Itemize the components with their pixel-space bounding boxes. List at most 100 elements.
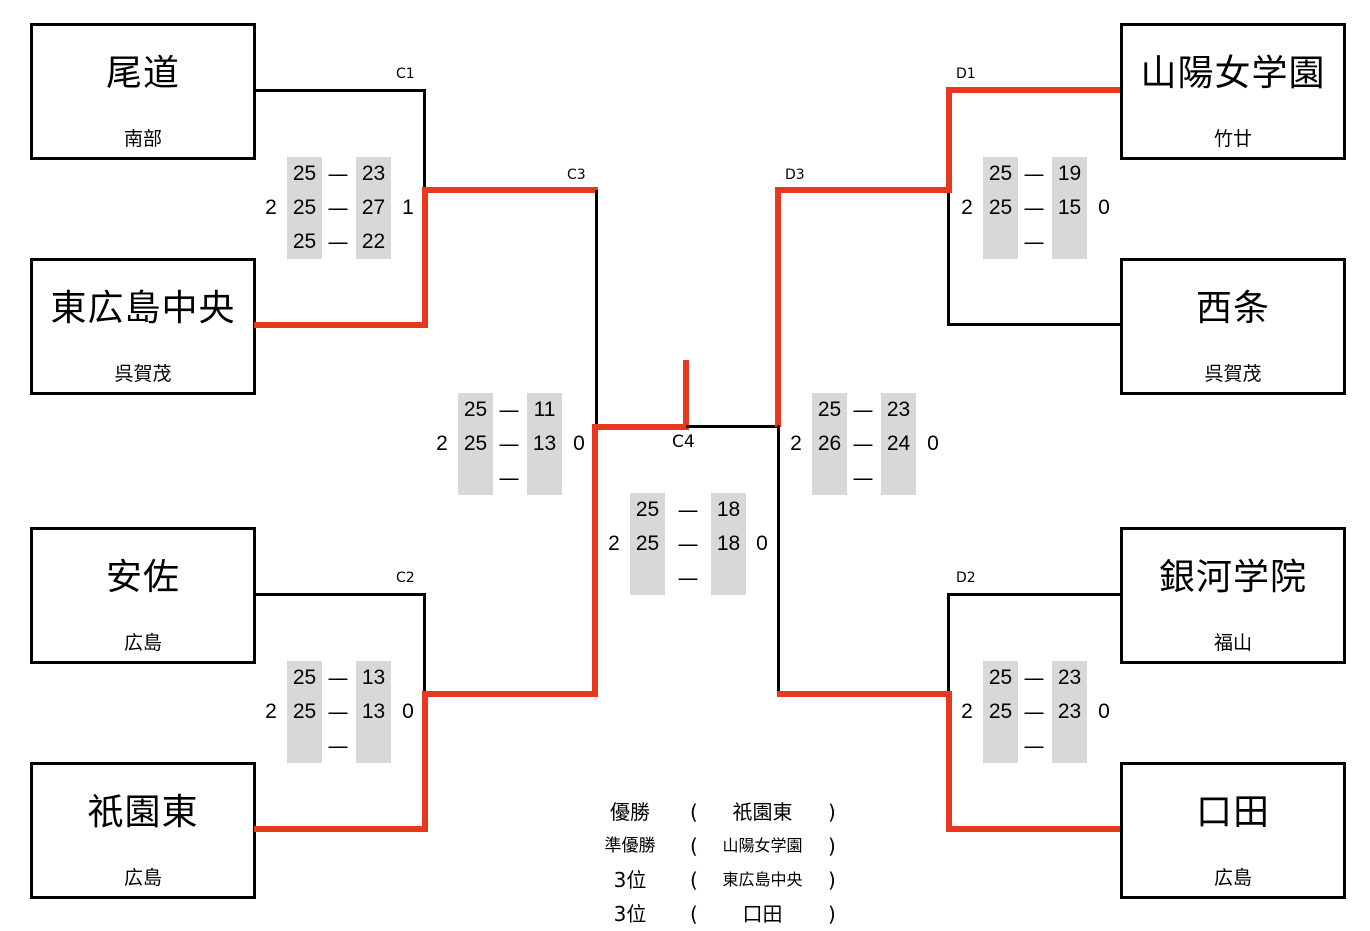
score-block-d3: 2 0 25 — 23 26 — 24 — [784, 393, 994, 495]
match-label-d2: D2 [956, 570, 976, 586]
winner-line [254, 826, 428, 832]
bracket-line [947, 593, 1120, 596]
set-score-right: 18 [716, 498, 741, 521]
sets-won-right: 0 [402, 700, 414, 723]
sets-won-left: 2 [608, 532, 620, 555]
standing-row-third: 3位 ( 東広島中央 ) [590, 863, 850, 897]
winner-line [946, 691, 952, 832]
set-dash: — [498, 398, 520, 422]
set-score-right: 23 [1057, 700, 1082, 723]
team-region: 呉賀茂 [114, 363, 172, 385]
score-column-right [1052, 157, 1087, 259]
team-name: 東広島中央 [50, 288, 236, 329]
sets-won-left: 2 [961, 196, 973, 219]
standing-team: 山陽女学園 [722, 836, 803, 855]
score-column-left [983, 157, 1018, 259]
sets-won-left: 2 [265, 700, 277, 723]
score-column-left [983, 661, 1018, 763]
team-region: 広島 [123, 632, 162, 654]
score-column-left [630, 493, 665, 595]
match-label-c3: C3 [567, 167, 586, 183]
team-box-sanyo-jogakuen: 山陽女学園 竹廿 [1120, 23, 1346, 160]
set-score-left: 25 [292, 162, 317, 185]
bracket-line [947, 593, 950, 694]
set-dash: — [1023, 734, 1045, 758]
team-region: 広島 [1213, 867, 1252, 889]
set-dash: — [852, 398, 874, 422]
team-region: 南部 [123, 128, 162, 150]
standing-team: 口田 [742, 902, 783, 926]
standing-row-champion: 優勝 ( 祇園東 ) [590, 795, 850, 829]
set-score-left: 25 [292, 196, 317, 219]
open-paren: ( [690, 902, 698, 926]
bracket-line [595, 190, 598, 427]
set-score-left: 25 [292, 230, 317, 253]
set-score-right: 23 [886, 398, 911, 421]
bracket-line [254, 593, 426, 596]
set-dash: — [677, 566, 699, 590]
set-score-right: 13 [532, 432, 557, 455]
team-name: 尾道 [105, 53, 180, 94]
set-score-left: 25 [463, 432, 488, 455]
team-name: 祇園東 [87, 792, 199, 833]
team-box-gionhigashi: 祇園東 広島 [30, 762, 256, 899]
team-box-onomichi: 尾道 南部 [30, 23, 256, 160]
set-dash: — [677, 498, 699, 522]
standing-label: 優勝 [610, 800, 650, 824]
set-score-left: 25 [817, 398, 842, 421]
sets-won-right: 1 [402, 196, 414, 219]
score-block-c3: 2 0 25 — 11 25 — 13 — [430, 393, 640, 495]
score-column-left [812, 393, 847, 495]
set-score-left: 25 [988, 162, 1013, 185]
sets-won-right: 0 [1098, 700, 1110, 723]
sets-won-right: 0 [573, 432, 585, 455]
winner-line [775, 187, 952, 193]
set-score-left: 25 [988, 666, 1013, 689]
set-dash: — [1023, 666, 1045, 690]
team-region: 福山 [1213, 632, 1252, 654]
team-box-ginga-gakuin: 銀河学院 福山 [1120, 527, 1346, 664]
set-dash: — [1023, 196, 1045, 220]
team-box-kuchita: 口田 広島 [1120, 762, 1346, 899]
champion-line [683, 360, 689, 430]
sets-won-right: 0 [927, 432, 939, 455]
set-score-right: 13 [361, 666, 386, 689]
set-dash: — [852, 466, 874, 490]
winner-line [777, 691, 952, 697]
team-name: 安佐 [105, 557, 180, 598]
set-score-left: 25 [463, 398, 488, 421]
set-dash: — [327, 666, 349, 690]
match-label-c2: C2 [396, 570, 415, 586]
set-score-right: 11 [533, 398, 556, 421]
set-dash: — [327, 196, 349, 220]
team-region: 竹廿 [1213, 128, 1252, 150]
score-column-left [458, 393, 493, 495]
score-column-right [356, 661, 391, 763]
set-score-left: 26 [817, 432, 842, 455]
set-score-left: 25 [635, 532, 660, 555]
set-score-right: 15 [1057, 196, 1082, 219]
winner-line [946, 826, 1120, 832]
sets-won-left: 2 [961, 700, 973, 723]
score-column-right [1052, 661, 1087, 763]
match-label-d3: D3 [785, 167, 805, 183]
set-dash: — [677, 532, 699, 556]
score-block-d1: 2 0 25 — 19 25 — 15 — [955, 157, 1165, 259]
set-score-left: 25 [988, 700, 1013, 723]
set-score-left: 25 [292, 700, 317, 723]
team-region: 広島 [123, 867, 162, 889]
set-score-right: 23 [361, 162, 386, 185]
bracket-line [254, 89, 426, 92]
team-name: 山陽女学園 [1140, 53, 1326, 94]
set-score-left: 25 [292, 666, 317, 689]
standing-team: 祇園東 [732, 800, 793, 824]
winner-line [422, 187, 598, 193]
close-paren: ) [828, 800, 836, 824]
set-score-right: 22 [361, 230, 386, 253]
set-score-left: 25 [988, 196, 1013, 219]
sets-won-left: 2 [790, 432, 802, 455]
team-box-saijo: 西条 呉賀茂 [1120, 258, 1346, 395]
set-score-right: 19 [1057, 162, 1082, 185]
open-paren: ( [690, 868, 698, 892]
close-paren: ) [828, 902, 836, 926]
